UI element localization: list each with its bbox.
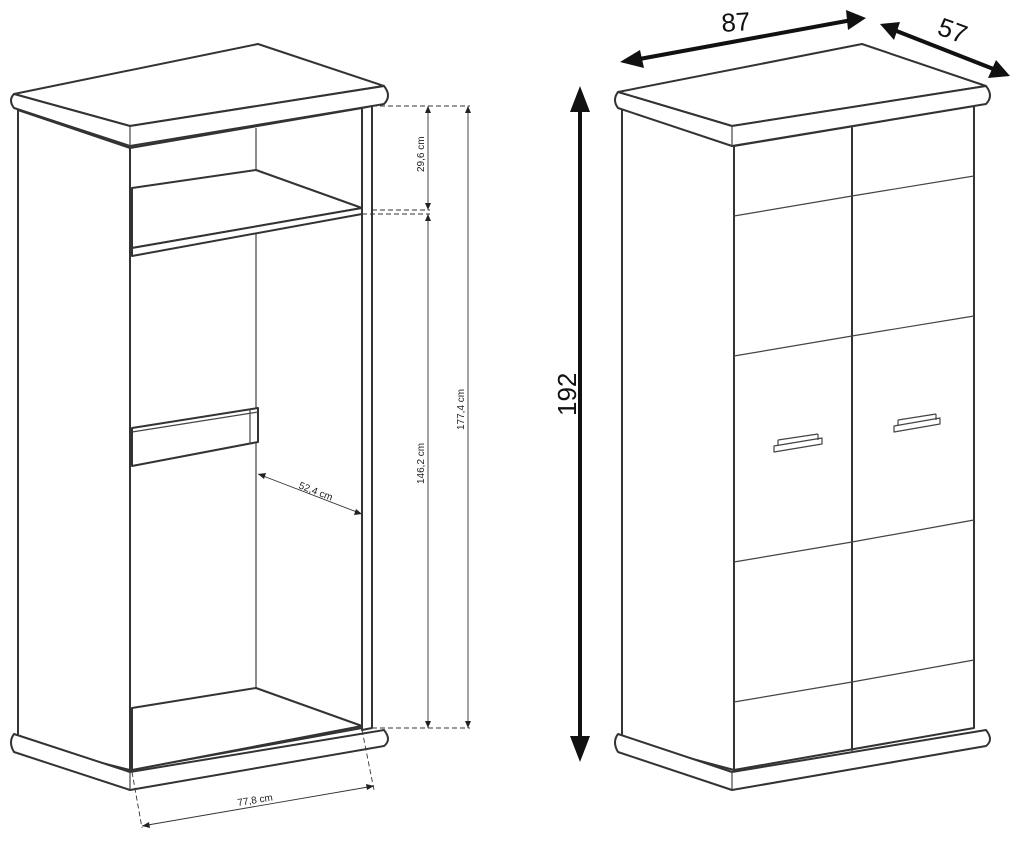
dim-lower-compartment: 146,2 cm: [362, 213, 470, 729]
exterior-view: 87 57 192: [552, 6, 1010, 791]
top-crown-front: [10, 85, 389, 147]
bottom-shelf: [131, 687, 363, 771]
dim-height: 192: [552, 86, 590, 762]
rail-top-edge: [131, 411, 259, 433]
hanging-rail: [131, 407, 259, 467]
right-door-handle: [893, 413, 941, 433]
ext-front-panel: [733, 105, 975, 771]
label-height: 192: [552, 373, 582, 416]
label-width: 87: [720, 6, 751, 38]
label-lower-compartment: 146,2 cm: [416, 443, 427, 484]
dim-top-compartment: 29,6 cm: [372, 105, 470, 211]
dim-inner-width: 77,8 cm: [131, 729, 375, 829]
door-panel-seams: [733, 175, 975, 703]
ext-bottom-plinth: [614, 729, 991, 791]
interior-view: 29,6 cm 146,2 cm 177,4 cm 52,4 cm: [10, 43, 471, 829]
label-inner-width: 77,8 cm: [237, 793, 274, 809]
left-door-handle: [773, 433, 823, 453]
label-inner-height: 177,4 cm: [456, 389, 467, 430]
ext-top-crown-front: [614, 85, 991, 147]
dim-inner-height: 177,4 cm: [456, 106, 471, 728]
bottom-plinth-front: [10, 729, 389, 791]
ext-side-panel: [621, 107, 735, 771]
left-side-panel: [17, 109, 131, 771]
dim-width: 87: [620, 6, 866, 68]
label-top-compartment: 29,6 cm: [416, 136, 427, 172]
right-side-panel: [361, 105, 373, 731]
label-depth: 57: [934, 11, 971, 49]
